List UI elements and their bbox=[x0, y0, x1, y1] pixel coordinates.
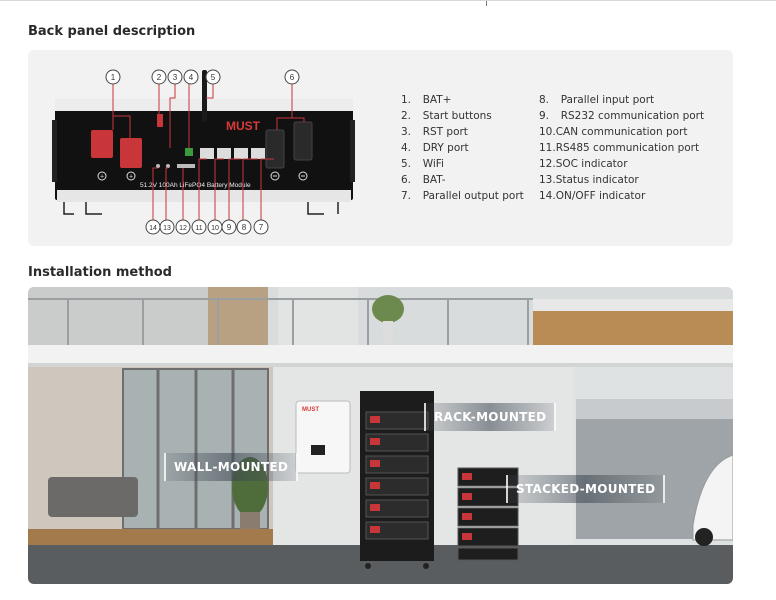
onoff-indicator bbox=[156, 164, 160, 168]
callout-number: 12 bbox=[179, 225, 187, 232]
rack-mounted-label: RACK-MOUNTED bbox=[424, 403, 557, 431]
back-panel-card: + + MUST 51.2V 100Ah LiFePO4 Battery Mod… bbox=[28, 50, 733, 246]
back-panel-title: Back panel description bbox=[28, 24, 196, 39]
description-list-left: 1. BAT+ 2. Start buttons 3. RST port 4. … bbox=[401, 92, 524, 204]
brand-logo: MUST bbox=[226, 119, 261, 133]
soc-indicator bbox=[177, 164, 195, 168]
sofa bbox=[48, 477, 138, 517]
list-item: 12.SOC indicator bbox=[539, 158, 628, 170]
bat-plus-terminal-a bbox=[91, 130, 113, 158]
list-item: 8. Parallel input port bbox=[539, 94, 655, 106]
callout-number: 3 bbox=[173, 73, 178, 82]
installation-illustration: MUST bbox=[28, 287, 733, 584]
leader-lines bbox=[112, 84, 305, 220]
rs232-port bbox=[234, 148, 248, 159]
list-item: 7. Parallel output port bbox=[401, 190, 524, 202]
plus-icon-a bbox=[97, 171, 107, 181]
list-item: 3. RST port bbox=[401, 126, 468, 138]
plus-icon-b bbox=[126, 171, 136, 181]
callout-number-circles: 1 2 3 4 5 6 14 13 12 11 10 9 8 bbox=[105, 69, 300, 235]
list-item: 13.Status indicator bbox=[539, 174, 639, 186]
installation-title: Installation method bbox=[28, 265, 172, 280]
minus-icon-a bbox=[270, 171, 280, 181]
rs485-port bbox=[200, 148, 214, 159]
stacked-batteries bbox=[457, 467, 519, 561]
list-item: 14.ON/OFF indicator bbox=[539, 190, 646, 202]
upper-wood-deck bbox=[533, 309, 733, 345]
bat-plus-terminal-b bbox=[120, 138, 142, 168]
svg-text:+: + bbox=[129, 174, 133, 181]
callout-number: 5 bbox=[211, 73, 216, 82]
back-panel-diagram: + + MUST 51.2V 100Ah LiFePO4 Battery Mod… bbox=[52, 69, 355, 235]
start-button bbox=[157, 114, 163, 127]
callout-number: 14 bbox=[149, 225, 157, 232]
wifi-antenna bbox=[202, 70, 207, 122]
wood-floor bbox=[28, 529, 273, 547]
parallel-input-port bbox=[251, 148, 265, 159]
installation-scene: MUST WALL-MOUNTED RACK-MOUN bbox=[28, 287, 733, 584]
callout-number: 10 bbox=[211, 225, 219, 232]
callout-number: 9 bbox=[227, 223, 232, 232]
callout-number: 11 bbox=[195, 225, 202, 232]
callout-number: 2 bbox=[157, 73, 162, 82]
callout-number: 4 bbox=[189, 73, 194, 82]
description-list-right: 8. Parallel input port 9. RS232 communic… bbox=[539, 92, 704, 204]
svg-text:+: + bbox=[100, 174, 104, 181]
callout-number: 7 bbox=[259, 223, 264, 232]
dry-port bbox=[185, 148, 193, 156]
list-item: 5. WiFi bbox=[401, 158, 444, 170]
callout-number: 13 bbox=[163, 225, 171, 232]
callout-number: 1 bbox=[111, 73, 116, 82]
car bbox=[692, 454, 733, 541]
left-handle bbox=[52, 120, 57, 182]
glass-railing bbox=[28, 298, 533, 345]
module-label: 51.2V 100Ah LiFePO4 Battery Module bbox=[140, 182, 251, 189]
list-item: 4. DRY port bbox=[401, 142, 469, 154]
minus-icon-b bbox=[298, 171, 308, 181]
upstairs-plant bbox=[372, 295, 404, 323]
callout-number: 6 bbox=[290, 73, 295, 82]
right-handle bbox=[350, 120, 355, 182]
list-item: 11.RS485 communication port bbox=[539, 142, 700, 154]
bat-minus-terminal-a bbox=[265, 129, 285, 169]
list-item: 6. BAT- bbox=[401, 174, 446, 186]
wall-mounted-inverter bbox=[295, 400, 351, 474]
callout-number: 8 bbox=[242, 223, 247, 232]
stacked-mounted-label: STACKED-MOUNTED bbox=[506, 475, 666, 503]
wall-mounted-label: WALL-MOUNTED bbox=[164, 453, 299, 481]
list-item: 1. BAT+ bbox=[401, 94, 452, 106]
floor-slab bbox=[28, 345, 733, 363]
status-indicator bbox=[166, 164, 170, 168]
top-divider bbox=[0, 0, 776, 6]
bat-minus-terminal-b bbox=[293, 121, 313, 161]
can-port bbox=[217, 148, 231, 159]
inverter-brand-logo: MUST bbox=[302, 407, 319, 413]
list-item: 2. Start buttons bbox=[401, 110, 492, 122]
list-item: 9. RS232 communication port bbox=[539, 110, 705, 122]
list-item: 10.CAN communication port bbox=[539, 126, 688, 138]
